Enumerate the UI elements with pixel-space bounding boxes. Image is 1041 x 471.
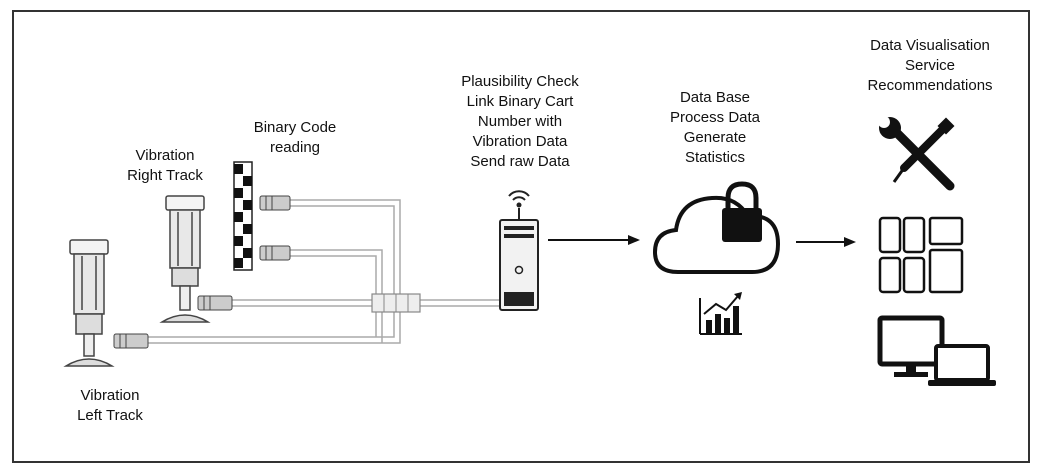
label-binary-code: Binary Code reading: [253, 119, 337, 156]
barcode-icon: [233, 161, 253, 271]
arrow-cloud-to-devices: [796, 237, 856, 247]
sensor-icon: [113, 195, 291, 349]
label-plausibility: Plausibility Check Link Binary Cart Numb…: [461, 73, 579, 170]
computer-devices-icon: [877, 315, 996, 386]
label-database: Data Base Process Data Generate Statisti…: [669, 89, 761, 166]
bar-chart-icon: [699, 292, 742, 335]
cloud-lock-icon: [652, 181, 781, 274]
server-wifi-icon: [499, 190, 539, 311]
label-visualisation: Data Visualisation Service Recommendatio…: [867, 37, 993, 94]
label-vibration-left: Vibration Left Track: [77, 387, 143, 424]
label-vibration-right: Vibration Right Track: [127, 147, 203, 184]
rail-right-icon: [159, 195, 211, 323]
cable-junction: [371, 293, 421, 313]
rail-left-icon: [63, 239, 115, 367]
wrench-screwdriver-icon: [878, 116, 955, 191]
diagram-frame: [12, 10, 1030, 463]
arrow-server-to-cloud: [548, 235, 640, 245]
mobile-devices-icon: [878, 216, 964, 294]
